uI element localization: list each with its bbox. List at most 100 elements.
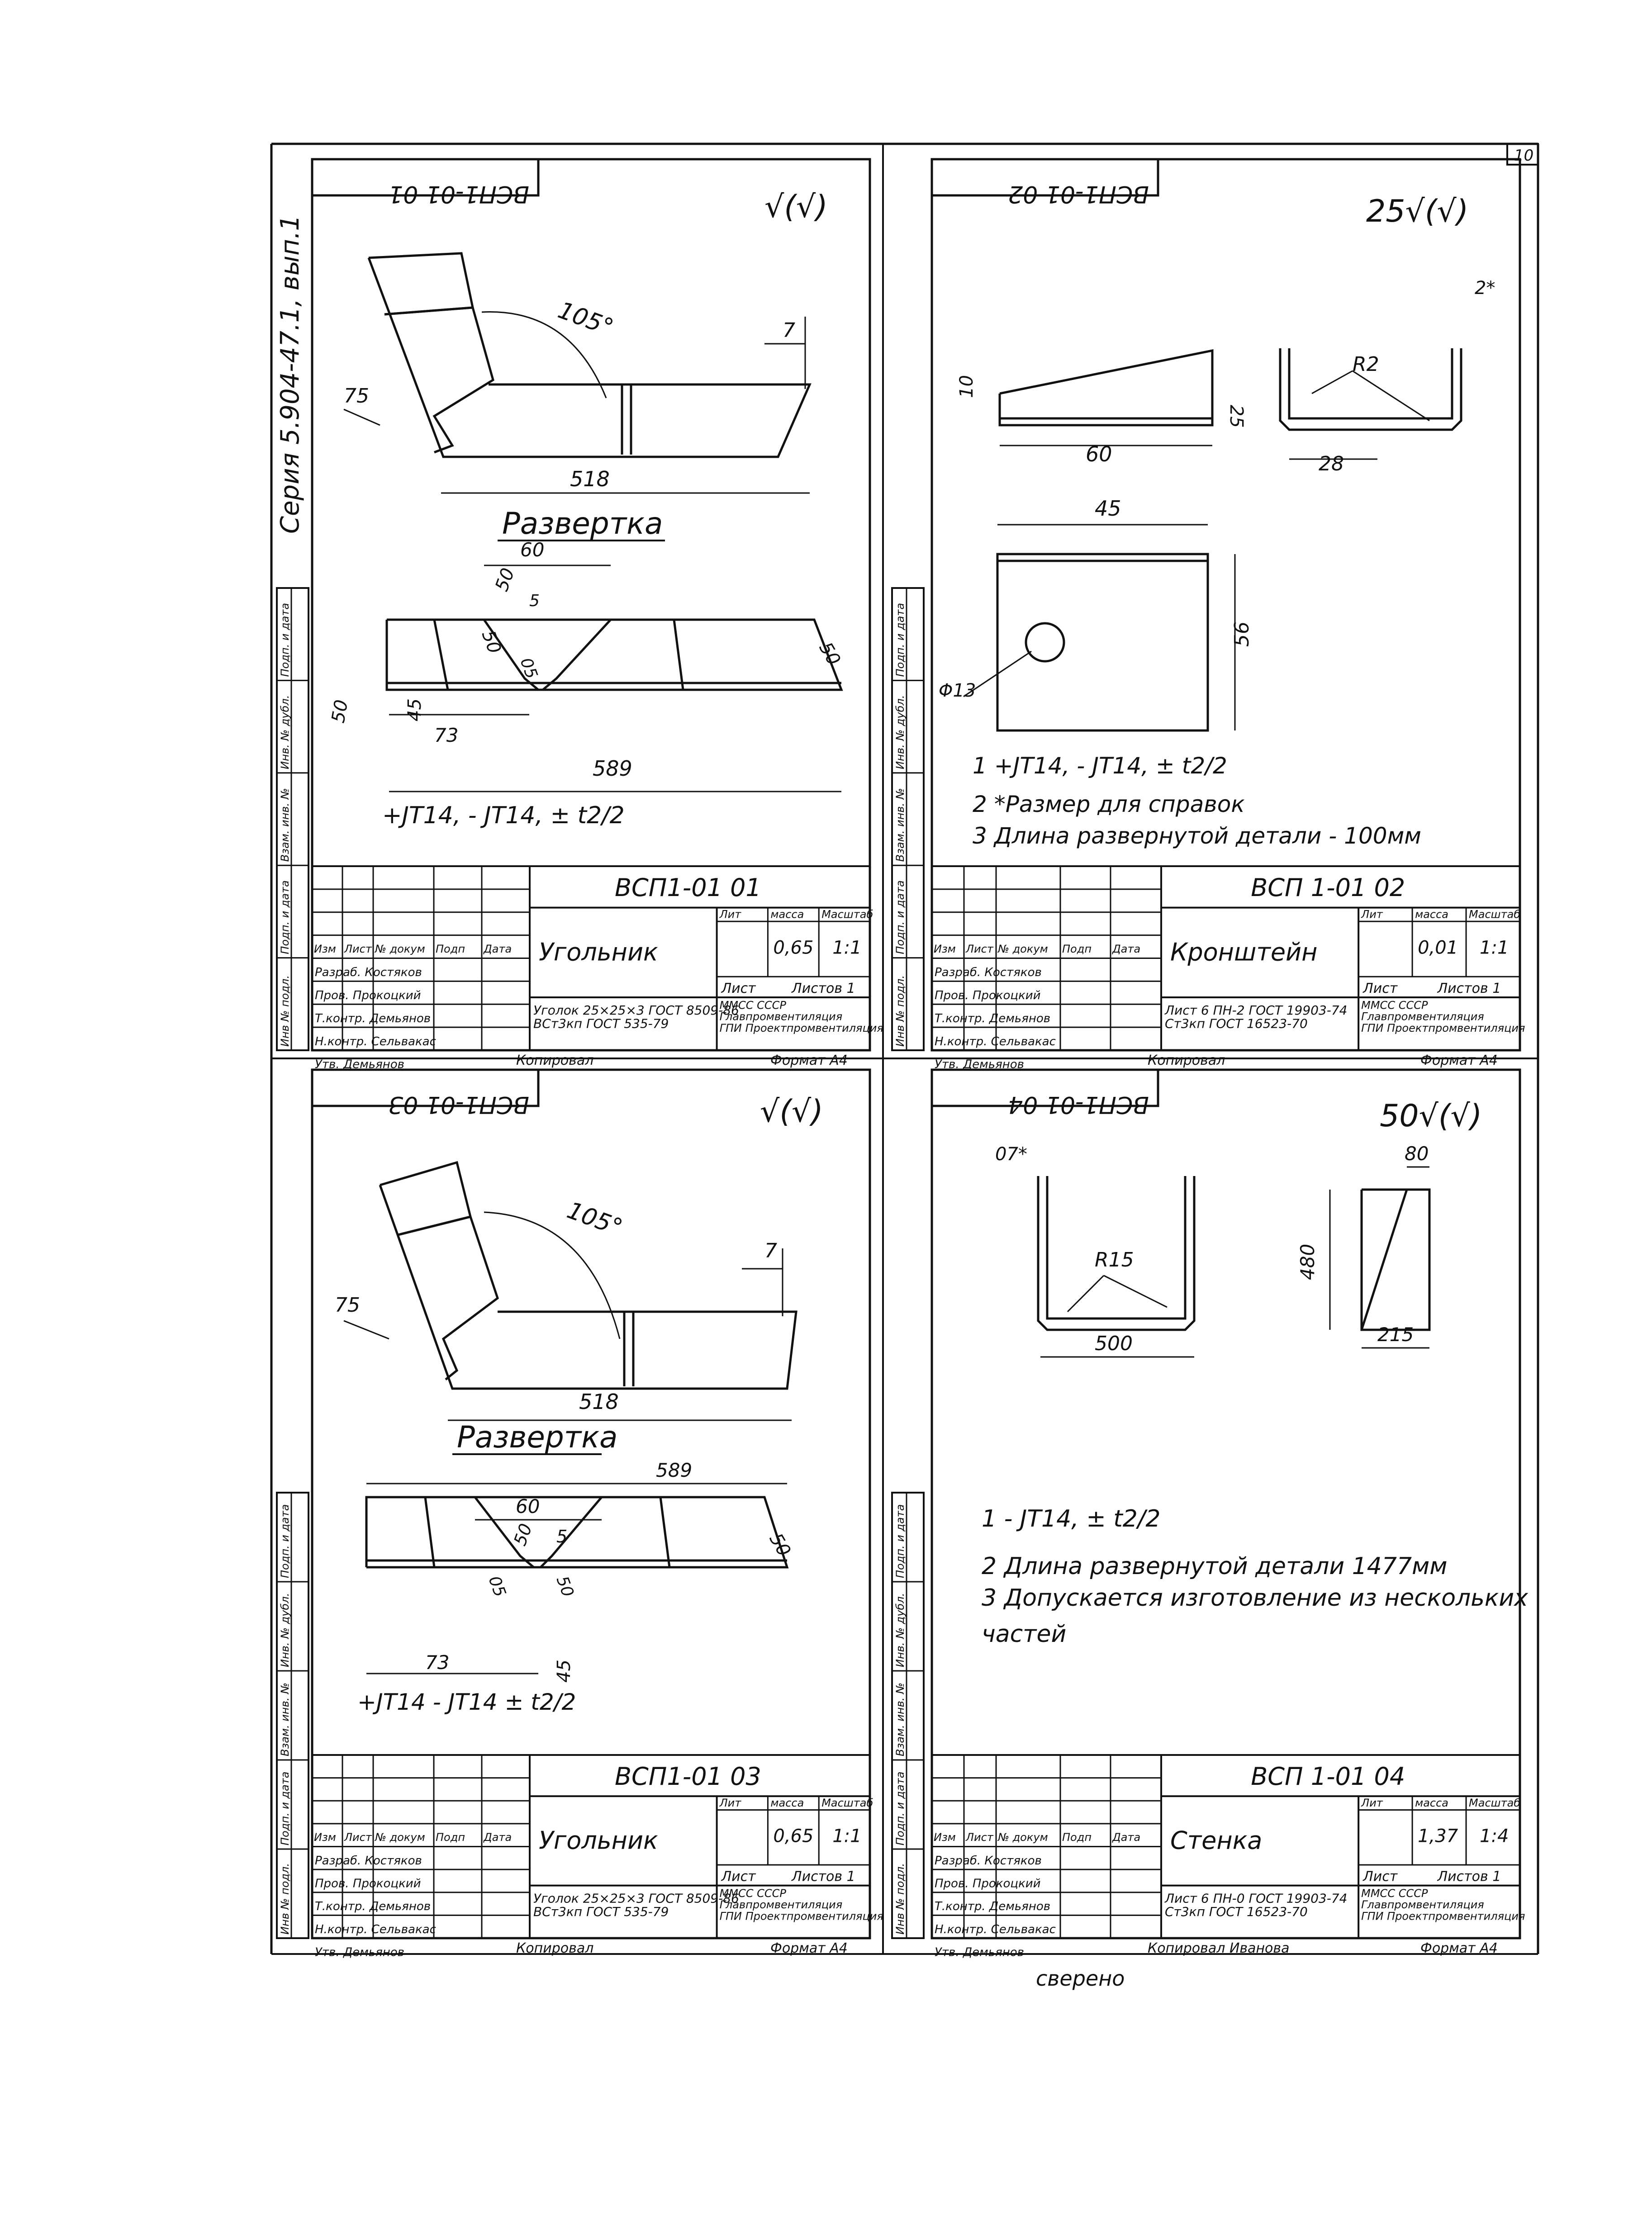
- dim-45-2: 45: [1095, 496, 1121, 521]
- tb-sheets: Листов 1: [791, 1869, 855, 1884]
- dim-angle-105-3: 105°: [564, 1197, 626, 1242]
- tb-person: Т.контр. Демьянов: [935, 1900, 1050, 1913]
- tb-code: ВСП 1-01 04: [1251, 1762, 1405, 1791]
- side-label: Инв. № дубл.: [279, 1593, 291, 1667]
- roughness-2: 25√(√): [1366, 194, 1468, 229]
- unfold-view-1: [385, 564, 843, 792]
- side-label: Инв № подл.: [279, 1863, 291, 1935]
- note-1-1: 1 +JT14, - JT14, ± t2/2: [973, 753, 1227, 779]
- tb-head: Подп: [1062, 943, 1092, 955]
- side-label: Подп. и дата: [279, 1504, 291, 1579]
- tb-person: Утв. Демьянов: [315, 1945, 404, 1959]
- tb-sheet: Лист: [1362, 1869, 1398, 1884]
- tb-person: Н.контр. Сельвакас: [315, 1035, 436, 1048]
- roughness-4: 50√(√): [1380, 1098, 1482, 1134]
- note-4-3: 3 Допускается изготовление из нескольких: [982, 1584, 1529, 1612]
- tb-scale: 1:1: [832, 937, 861, 958]
- dim-50b: 50: [478, 628, 505, 657]
- tb-person: Т.контр. Демьянов: [315, 1900, 431, 1913]
- tb-kopiroval: Копировал: [1148, 1053, 1225, 1068]
- tb-format: Формат А4: [770, 1940, 848, 1956]
- tb-code: ВСП1-01 01: [615, 873, 761, 902]
- dim-60-3: 60: [516, 1495, 540, 1518]
- tb-head: Дата: [483, 1831, 512, 1844]
- tb-name: Стенка: [1170, 1826, 1262, 1855]
- tb-head: Изм: [934, 1831, 956, 1844]
- dim-5: 5: [529, 592, 540, 610]
- razvertka-title-1: Развертка: [502, 506, 663, 541]
- tb-head: Подп: [436, 943, 465, 955]
- side-label: Инв № подл.: [894, 1863, 907, 1935]
- tb-person: Пров. Прокоцкий: [935, 1877, 1041, 1891]
- dim-75-3: 75: [335, 1294, 360, 1317]
- stamp-code-4: ВСП1-01 04: [1008, 1091, 1149, 1118]
- series-text: Серия 5.904-47.1, вып.1: [275, 215, 305, 534]
- dim-80: 80: [1405, 1143, 1429, 1165]
- side-label: Инв. № дубл.: [894, 695, 907, 769]
- side-label: Подп. и дата: [279, 1772, 291, 1846]
- tb-sheet: Лист: [721, 981, 757, 996]
- dim-589-3: 589: [656, 1459, 692, 1481]
- wall-side-view: [1037, 1166, 1431, 1358]
- bracket-plan-view: [963, 524, 1236, 732]
- unfold-view-3: [365, 1483, 789, 1674]
- side-label: Взам. инв. №: [894, 1683, 907, 1756]
- tb-head: Дата: [1112, 943, 1140, 955]
- tb-person: Т.контр. Демьянов: [935, 1012, 1050, 1025]
- tb-head: Изм: [934, 943, 956, 955]
- tb-name: Кронштейн: [1170, 938, 1317, 967]
- tolerance-note-1: +JT14, - JT14, ± t2/2: [382, 802, 625, 829]
- tolerance-note-3: +JT14 - JT14 ± t2/2: [357, 1689, 576, 1715]
- note-4-1: 1 - JT14, ± t2/2: [982, 1505, 1160, 1532]
- tb-head: Лист: [965, 943, 994, 955]
- tb-format: Формат А4: [1420, 1053, 1498, 1068]
- side-label: Подп. и дата: [894, 603, 907, 677]
- dim-2star: 2*: [1475, 278, 1495, 299]
- side-label: Инв. № дубл.: [894, 1593, 907, 1667]
- tb-head: Изм: [314, 1831, 336, 1844]
- tb-head: Дата: [1112, 1831, 1140, 1844]
- dim-500: 500: [1095, 1332, 1133, 1355]
- tb-head: Изм: [314, 943, 336, 955]
- dim-5-3: 5: [556, 1527, 567, 1546]
- dim-50c-3: 50: [553, 1574, 577, 1599]
- side-label: Подп. и дата: [894, 1504, 907, 1579]
- tb-scale-label: Масштаб: [1469, 1797, 1520, 1809]
- bracket-side-view: [998, 348, 1462, 460]
- dim-518: 518: [570, 467, 610, 491]
- side-label: Подп. и дата: [894, 880, 907, 954]
- tb-kopiroval: Копировал Иванова: [1148, 1940, 1289, 1956]
- dim-50d: 50: [328, 698, 352, 725]
- tb-lit: Лит: [719, 908, 742, 920]
- tb-mass-label: масса: [1415, 1797, 1448, 1809]
- tb-sheets: Листов 1: [791, 981, 855, 996]
- tb-person: Разраб. Костяков: [935, 966, 1042, 979]
- tb-head: № докум: [374, 1831, 425, 1844]
- page-number: 10: [1514, 147, 1533, 165]
- dim-60: 60: [520, 539, 544, 561]
- dim-50c: 50: [815, 639, 844, 669]
- tb-lit: Лит: [1361, 908, 1383, 920]
- tb-head: Лист: [344, 1831, 372, 1844]
- tb-mass-label: масса: [1415, 908, 1448, 920]
- tb-scale-label: Масштаб: [821, 1797, 873, 1809]
- tb-person: Н.контр. Сельвакас: [935, 1035, 1056, 1048]
- tb-person: Пров. Прокоцкий: [935, 989, 1041, 1002]
- dim-45: 45: [404, 698, 425, 721]
- dim-50a: 50: [491, 565, 519, 594]
- side-label: Подп. и дата: [279, 603, 291, 677]
- note-1-2: 2 *Размер для справок: [973, 791, 1245, 817]
- side-label: Инв № подл.: [279, 975, 291, 1047]
- tb-sheet: Лист: [721, 1869, 757, 1884]
- tb-format: Формат А4: [1420, 1940, 1498, 1956]
- tb-person: Утв. Демьянов: [315, 1058, 404, 1072]
- tb-person: Пров. Прокоцкий: [315, 1877, 421, 1891]
